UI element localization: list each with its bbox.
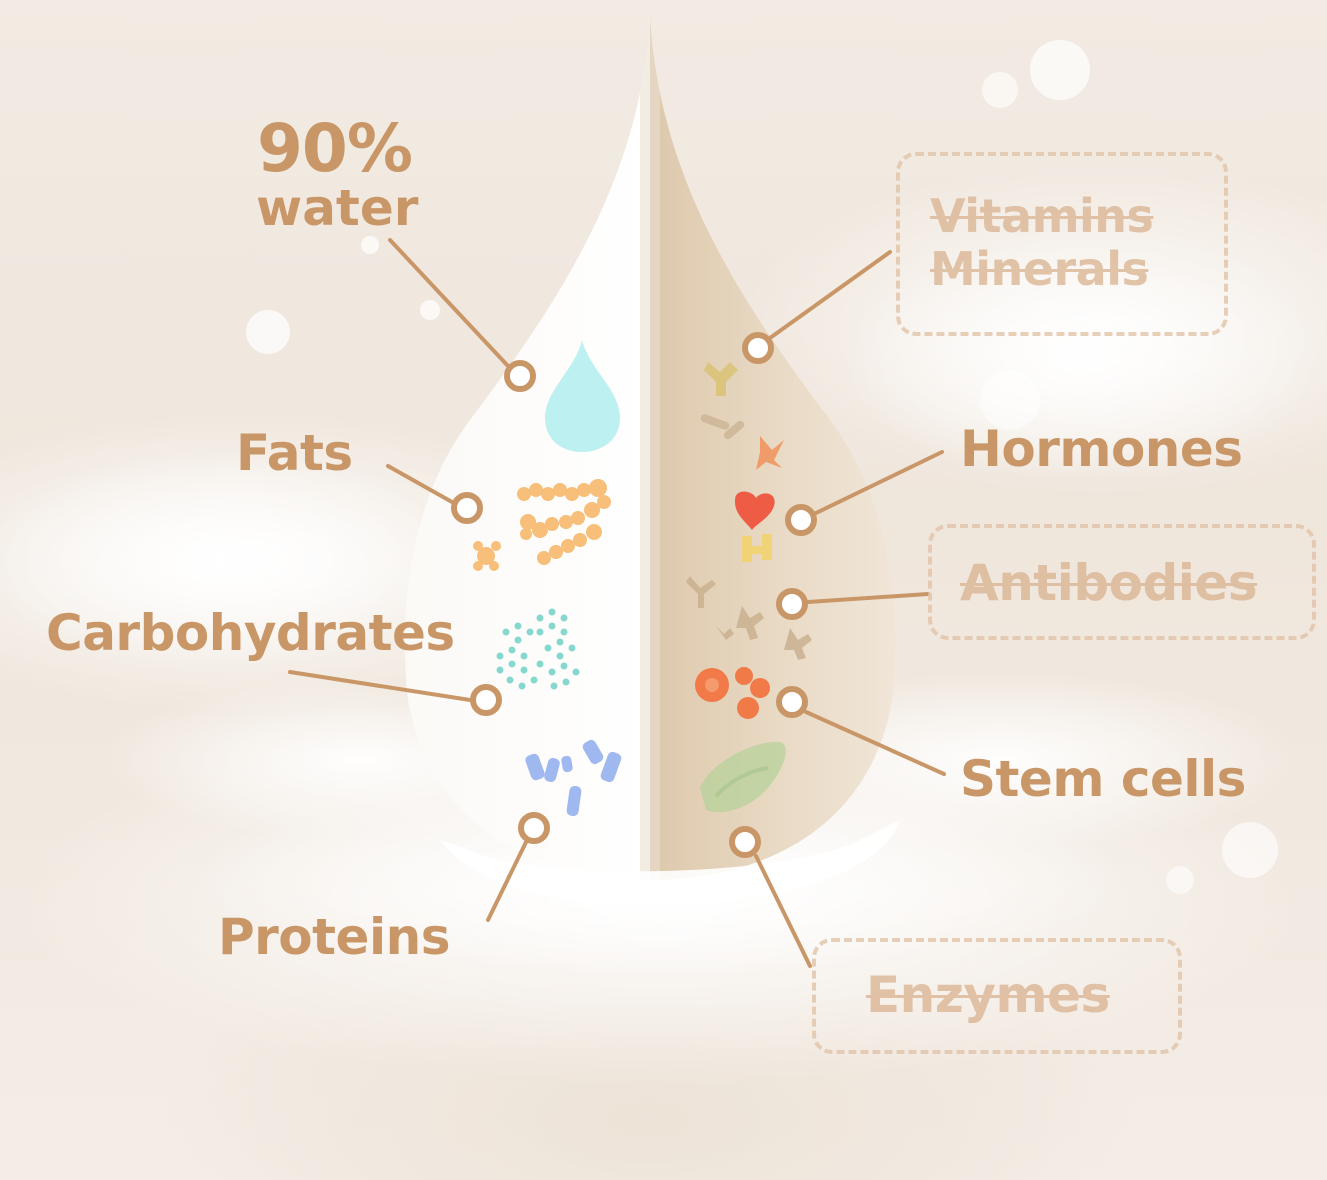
- minerals-label: Minerals: [930, 246, 1148, 292]
- water-percent-label: 90%: [257, 116, 412, 182]
- hormones-marker: [788, 507, 814, 533]
- carbohydrates-label: Carbohydrates: [46, 608, 455, 658]
- carbohydrates-marker: [473, 687, 499, 713]
- proteins-label: Proteins: [218, 912, 450, 962]
- vitamins-label: Vitamins: [930, 193, 1153, 239]
- stem-cells-marker: [779, 689, 805, 715]
- enzymes-label: Enzymes: [866, 970, 1110, 1020]
- vitamins-marker: [745, 335, 771, 361]
- milk-drop: [390, 0, 910, 900]
- antibodies-label: Antibodies: [960, 558, 1257, 608]
- hormones-label: Hormones: [960, 424, 1243, 474]
- proteins-marker: [521, 815, 547, 841]
- water-connector: [390, 240, 508, 366]
- enzymes-marker: [732, 829, 758, 855]
- stem-cells-label: Stem cells: [960, 754, 1246, 804]
- antibodies-marker: [779, 591, 805, 617]
- water-label: water: [256, 183, 418, 233]
- fats-marker: [454, 495, 480, 521]
- water-marker: [507, 363, 533, 389]
- fats-label: Fats: [236, 428, 353, 478]
